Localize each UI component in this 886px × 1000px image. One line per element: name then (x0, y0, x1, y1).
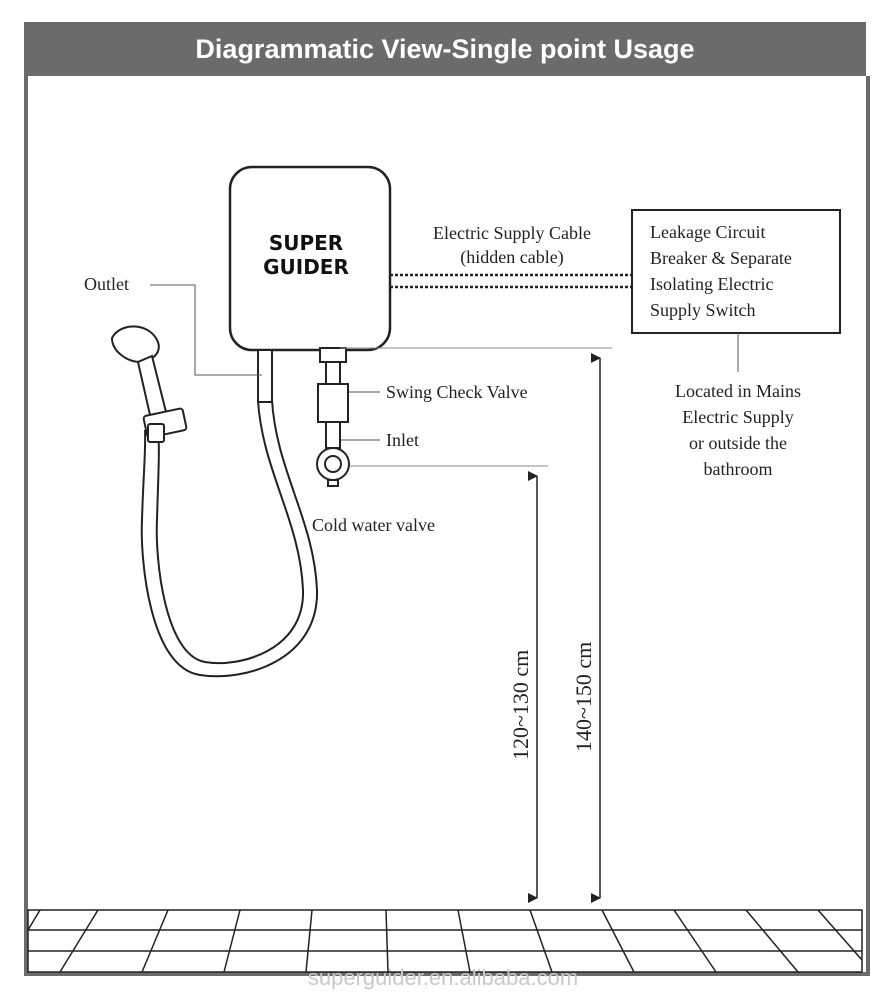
watermark: superguider.en.alibaba.com (308, 965, 578, 990)
inlet-height-label: 120~130 cm (508, 650, 533, 760)
breaker-line4: Supply Switch (650, 300, 756, 320)
shower-head-icon (110, 325, 188, 443)
cable-label-line2: (hidden cable) (460, 247, 563, 268)
cold-water-valve-label: Cold water valve (312, 515, 435, 535)
floor-tiles (27, 909, 863, 973)
swing-check-valve-label: Swing Check Valve (386, 382, 528, 402)
location-line3: or outside the (689, 433, 787, 453)
supply-cable (390, 273, 632, 289)
breaker-line2: Breaker & Separate (650, 248, 792, 268)
diagram-panel (24, 76, 870, 976)
heater-height-dimension: 140~150 cm (571, 353, 601, 903)
header-bar: Diagrammatic View-Single point Usage (24, 22, 866, 76)
outlet-label: Outlet (84, 274, 129, 294)
brand-logo-line1: SUPER (269, 231, 343, 255)
shower-hose (140, 350, 319, 678)
inlet-assembly (316, 347, 350, 487)
inlet-label: Inlet (386, 430, 419, 450)
page-title: Diagrammatic View-Single point Usage (195, 33, 695, 64)
location-line4: bathroom (704, 459, 773, 479)
water-heater: SUPER GUIDER (228, 165, 392, 352)
breaker-line1: Leakage Circuit (650, 222, 765, 242)
outlet-pipe (257, 349, 273, 403)
cable-label-line1: Electric Supply Cable (433, 223, 591, 243)
location-line1: Located in Mains (675, 381, 801, 401)
location-line2: Electric Supply (682, 407, 793, 427)
inlet-height-dimension: 120~130 cm (508, 471, 538, 903)
brand-logo-line2: GUIDER (263, 255, 349, 279)
heater-height-label: 140~150 cm (571, 642, 596, 752)
outlet-leader (150, 284, 262, 376)
breaker-line3: Isolating Electric (650, 274, 773, 294)
breaker-box (631, 209, 841, 334)
